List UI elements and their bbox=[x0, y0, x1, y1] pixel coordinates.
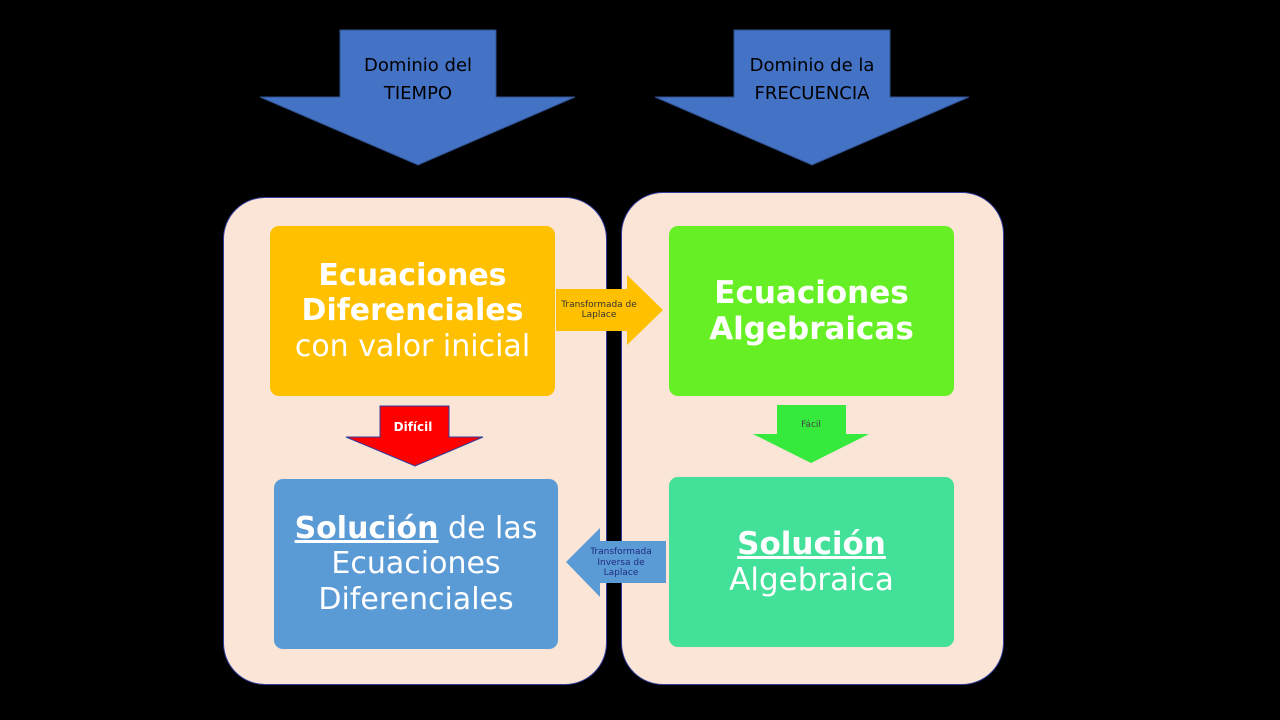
differential-solution-box: Solución de las Ecuaciones Diferenciales bbox=[274, 479, 558, 649]
frequency-domain-arrow bbox=[654, 29, 970, 166]
inverse-laplace-label: Transformada Inversa de Laplace bbox=[590, 547, 652, 579]
algebraic-solution-box: Solución Algebraica bbox=[669, 477, 954, 647]
algebraic-solution-line2: Algebraica bbox=[729, 562, 894, 598]
laplace-transform-arrow bbox=[556, 275, 663, 345]
time-domain-label: Dominio del TIEMPO bbox=[363, 55, 473, 104]
differential-equations-line1: Ecuaciones bbox=[318, 258, 507, 294]
inverse-laplace-arrow bbox=[566, 528, 666, 597]
differential-solution-keyword: Solución bbox=[294, 511, 439, 547]
algebraic-equations-box: Ecuaciones Algebraicas bbox=[669, 226, 954, 396]
algebraic-solution-keyword: Solución bbox=[737, 525, 886, 562]
differential-equations-box: Ecuaciones Diferenciales con valor inici… bbox=[270, 226, 555, 396]
time-domain-arrow bbox=[259, 29, 576, 166]
differential-solution-line3: Diferenciales bbox=[318, 581, 514, 617]
laplace-transform-label: Transformada de Laplace bbox=[561, 299, 637, 320]
differential-equations-line3: con valor inicial bbox=[294, 328, 531, 364]
algebraic-equations-line1: Ecuaciones bbox=[714, 274, 909, 311]
differential-solution-line2: Ecuaciones bbox=[331, 546, 501, 582]
easy-arrow bbox=[753, 405, 869, 463]
difficult-label: Difícil bbox=[393, 420, 433, 434]
differential-equations-line2: Diferenciales bbox=[301, 293, 524, 329]
differential-solution-rest: de las bbox=[438, 511, 538, 547]
frequency-domain-label: Dominio de la FRECUENCIA bbox=[749, 55, 875, 104]
algebraic-equations-line2: Algebraicas bbox=[709, 311, 914, 347]
difficult-arrow bbox=[345, 405, 484, 467]
easy-label: Fácil bbox=[801, 420, 821, 430]
